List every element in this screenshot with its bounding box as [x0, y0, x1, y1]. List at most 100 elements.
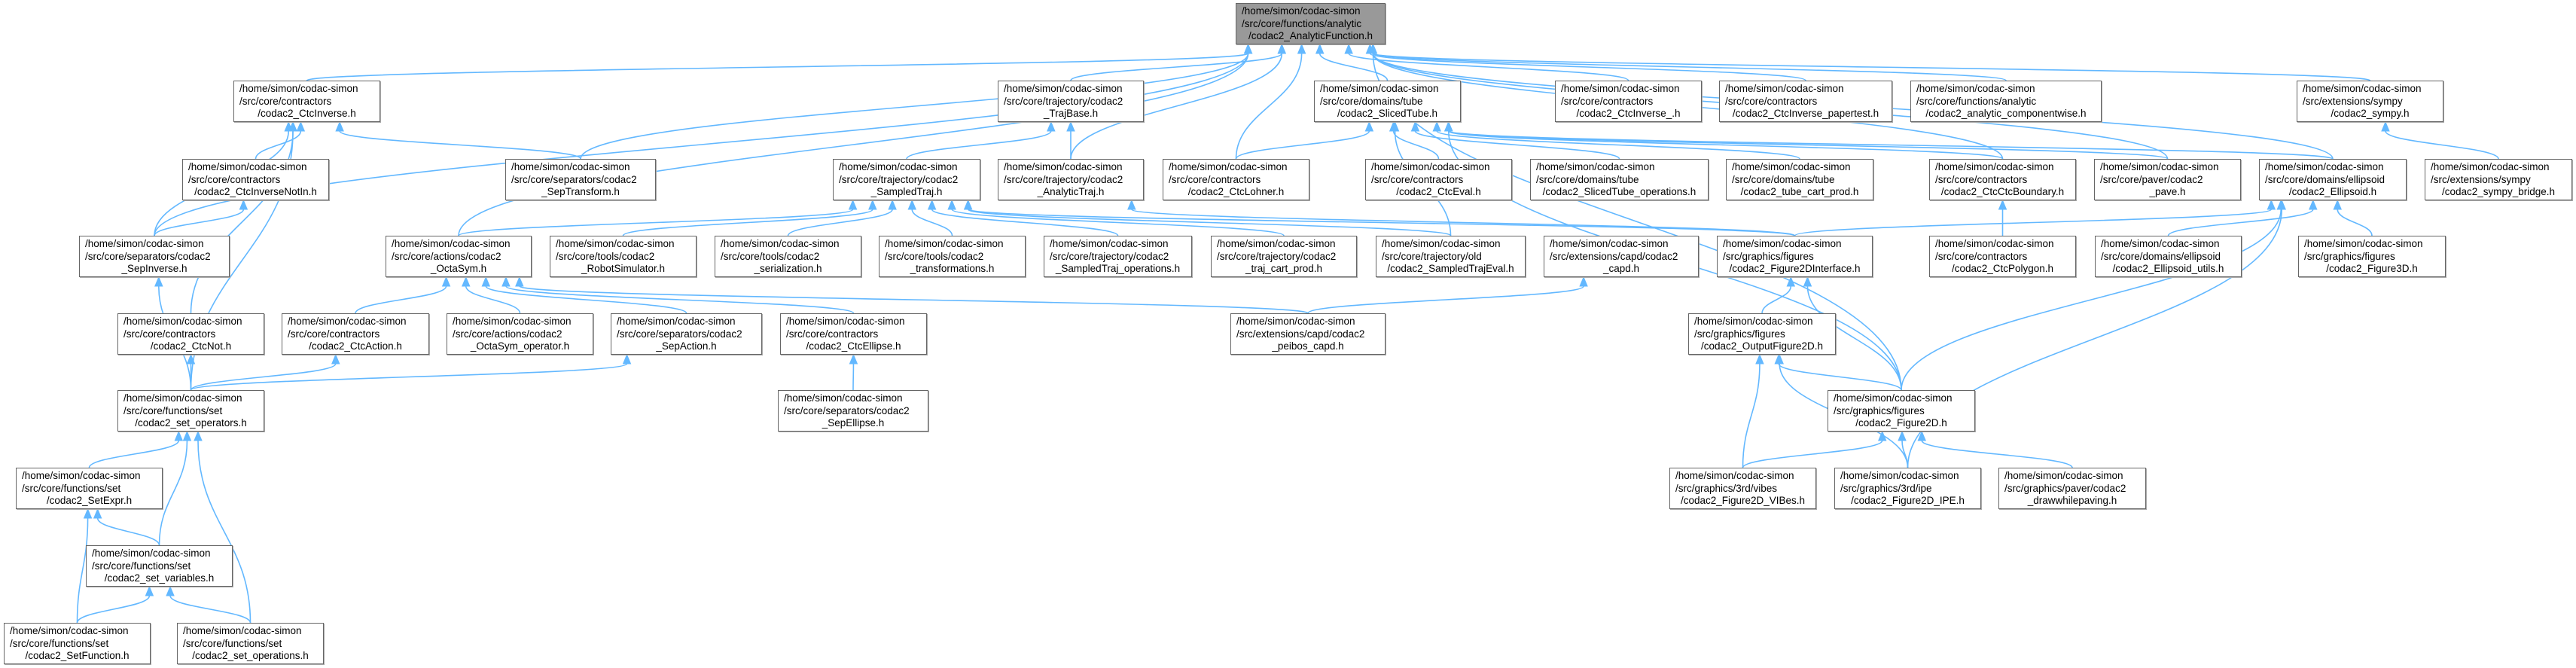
node-label-line: /home/simon/codac-simon	[183, 625, 302, 636]
node-label-line: /src/core/functions/set	[10, 637, 109, 649]
node-label-line: _SepTransform.h	[541, 186, 620, 197]
graph-node-sampledtraj[interactable]: /home/simon/codac-simon/src/core/traject…	[833, 159, 980, 200]
graph-node-trajcartprod[interactable]: /home/simon/codac-simon/src/core/traject…	[1211, 236, 1357, 277]
graph-node-ctcinverse[interactable]: /home/simon/codac-simon/src/core/contrac…	[233, 81, 380, 122]
node-label-line: /home/simon/codac-simon	[2304, 238, 2423, 249]
graph-node-slicedtube[interactable]: /home/simon/codac-simon/src/core/domains…	[1314, 81, 1461, 122]
node-label-line: _SepInverse.h	[121, 263, 187, 274]
node-label-line: /home/simon/codac-simon	[1169, 161, 1288, 172]
graph-node-ctcellipse[interactable]: /home/simon/codac-simon/src/core/contrac…	[780, 313, 927, 355]
arrowhead-icon	[1315, 43, 1325, 54]
node-label-line: /src/core/contractors	[188, 173, 281, 185]
graph-node-ctcinverse_[interactable]: /home/simon/codac-simon/src/core/contrac…	[1555, 81, 1702, 122]
graph-node-sympy[interactable]: /home/simon/codac-simon/src/extensions/s…	[2297, 81, 2443, 122]
graph-node-ctceval[interactable]: /home/simon/codac-simon/src/core/contrac…	[1365, 159, 1512, 200]
arrowhead-icon	[296, 120, 306, 132]
graph-node-componentwise[interactable]: /home/simon/codac-simon/src/core/functio…	[1910, 81, 2102, 122]
graph-node-papertest[interactable]: /home/simon/codac-simon/src/core/contrac…	[1719, 81, 1892, 122]
graph-node-tubecartprod[interactable]: /home/simon/codac-simon/src/core/domains…	[1726, 159, 1873, 200]
dependency-edge	[169, 595, 252, 624]
node-label-line: /src/core/functions/analytic	[1916, 95, 2037, 107]
arrowhead-icon	[1243, 43, 1253, 54]
graph-node-outputfig2d[interactable]: /home/simon/codac-simon/src/graphics/fig…	[1688, 313, 1836, 355]
dependency-edge	[2385, 130, 2499, 160]
graph-node-fig2dinterface[interactable]: /home/simon/codac-simon/src/graphics/fig…	[1717, 236, 1873, 277]
arrowhead-icon	[83, 508, 93, 519]
graph-node-analytictraj[interactable]: /home/simon/codac-simon/src/core/traject…	[998, 159, 1144, 200]
graph-node-figure3d[interactable]: /home/simon/codac-simon/src/graphics/fig…	[2298, 236, 2446, 277]
node-label-line: /src/core/trajectory/old	[1382, 250, 1482, 262]
dependency-edge	[1447, 130, 2169, 160]
node-label-line: /src/core/trajectory/codac2	[839, 173, 959, 185]
node-label-line: /home/simon/codac-simon	[1536, 161, 1655, 172]
graph-node-pave[interactable]: /home/simon/codac-simon/src/core/paver/c…	[2094, 159, 2241, 200]
dependency-edge	[1901, 209, 2282, 391]
arrowhead-icon	[1432, 120, 1441, 132]
node-label-line: /codac2_Figure2D_VIBes.h	[1680, 495, 1806, 506]
node-label-line: /home/simon/codac-simon	[2100, 161, 2219, 172]
dependency-edge	[485, 285, 687, 314]
graph-node-vibes[interactable]: /home/simon/codac-simon/src/graphics/3rd…	[1669, 468, 1816, 509]
node-label-line: /home/simon/codac-simon	[85, 238, 204, 249]
dependency-edge	[951, 209, 1285, 236]
dependency-edge	[190, 363, 628, 391]
graph-node-capd[interactable]: /home/simon/codac-simon/src/extensions/c…	[1544, 236, 1699, 277]
node-label-line: /codac2_Figure2DInterface.h	[1729, 263, 1861, 274]
graph-node-sepaction[interactable]: /home/simon/codac-simon/src/core/separat…	[611, 313, 762, 355]
node-label-line: /home/simon/codac-simon	[1916, 83, 2035, 94]
graph-node-ctcpolygon[interactable]: /home/simon/codac-simon/src/core/contrac…	[1929, 236, 2076, 277]
graph-node-setexpr[interactable]: /home/simon/codac-simon/src/core/functio…	[16, 468, 163, 509]
node-label-line: /src/core/separators/codac2	[784, 404, 910, 416]
graph-node-ctclohner[interactable]: /home/simon/codac-simon/src/core/contrac…	[1163, 159, 1309, 200]
graph-node-transformations[interactable]: /home/simon/codac-simon/src/core/tools/c…	[879, 236, 1026, 277]
graph-node-octasym[interactable]: /home/simon/codac-simon/src/core/actions…	[386, 236, 532, 277]
graph-node-setoperations[interactable]: /home/simon/codac-simon/src/core/functio…	[177, 623, 324, 664]
node-label-line: /codac2_CtcInverseNotIn.h	[194, 186, 317, 197]
node-label-line: /src/core/paver/codac2	[2100, 173, 2203, 185]
node-label-line: _SepEllipse.h	[822, 417, 885, 429]
node-label-line: /src/core/contractors	[1371, 173, 1464, 185]
arrowhead-icon	[868, 199, 877, 210]
graph-node-setvariables[interactable]: /home/simon/codac-simon/src/core/functio…	[86, 545, 233, 587]
graph-node-ellipsoid[interactable]: /home/simon/codac-simon/src/core/domains…	[2259, 159, 2407, 200]
dependency-edge	[1901, 440, 1909, 468]
graph-node-slicedtubeops[interactable]: /home/simon/codac-simon/src/core/domains…	[1530, 159, 1709, 200]
dependency-edge	[2167, 209, 2314, 236]
arrowhead-icon	[2381, 120, 2390, 132]
graph-node-ellipsoidutils[interactable]: /home/simon/codac-simon/src/core/domains…	[2095, 236, 2242, 277]
dependency-edge	[190, 363, 337, 391]
graph-node-setoperators[interactable]: /home/simon/codac-simon/src/core/functio…	[117, 390, 264, 432]
graph-node-sampledtrajops[interactable]: /home/simon/codac-simon/src/core/traject…	[1044, 236, 1192, 277]
graph-node-drawwhilepaving[interactable]: /home/simon/codac-simon/src/graphics/pav…	[1998, 468, 2146, 509]
graph-node-ctcctcboundary[interactable]: /home/simon/codac-simon/src/core/contrac…	[1929, 159, 2076, 200]
graph-node-sampledtrajeval[interactable]: /home/simon/codac-simon/src/core/traject…	[1376, 236, 1526, 277]
graph-node-ctcinversenotin[interactable]: /home/simon/codac-simon/src/core/contrac…	[182, 159, 329, 200]
node-label-line: _TrajBase.h	[1043, 108, 1099, 119]
arrowhead-icon	[1877, 430, 1887, 441]
graph-node-ctcaction[interactable]: /home/simon/codac-simon/src/core/contrac…	[282, 313, 429, 355]
node-label-line: /home/simon/codac-simon	[721, 238, 840, 249]
node-label-line: /home/simon/codac-simon	[1675, 470, 1794, 481]
graph-node-septransform[interactable]: /home/simon/codac-simon/src/core/separat…	[505, 159, 656, 200]
node-label-line: /codac2_set_variables.h	[104, 572, 215, 584]
graph-node-robotsim[interactable]: /home/simon/codac-simon/src/core/tools/c…	[550, 236, 697, 277]
graph-node-peiboscapd[interactable]: /home/simon/codac-simon/src/extensions/c…	[1230, 313, 1386, 355]
graph-node-trajbase[interactable]: /home/simon/codac-simon/src/core/traject…	[998, 81, 1144, 122]
node-label-line: /src/graphics/3rd/vibes	[1675, 482, 1778, 494]
graph-node-sympybridge[interactable]: /home/simon/codac-simon/src/extensions/s…	[2425, 159, 2572, 200]
node-label-line: /home/simon/codac-simon	[1371, 161, 1490, 172]
graph-node-sepinverse[interactable]: /home/simon/codac-simon/src/core/separat…	[79, 236, 230, 277]
graph-node-ipe[interactable]: /home/simon/codac-simon/src/graphics/3rd…	[1834, 468, 1981, 509]
node-label-line: /src/core/actions/codac2	[453, 328, 562, 340]
node-label-line: /codac2_OutputFigure2D.h	[1700, 340, 1824, 352]
node-label-line: /codac2_CtcEval.h	[1396, 186, 1481, 197]
graph-node-serialization[interactable]: /home/simon/codac-simon/src/core/tools/c…	[715, 236, 861, 277]
graph-node-ctcnot[interactable]: /home/simon/codac-simon/src/core/contrac…	[117, 313, 264, 355]
graph-node-sepellipse[interactable]: /home/simon/codac-simon/src/core/separat…	[778, 390, 928, 432]
graph-node-octasymop[interactable]: /home/simon/codac-simon/src/core/actions…	[447, 313, 593, 355]
dependency-edge	[1307, 285, 1584, 314]
graph-node-setfunction[interactable]: /home/simon/codac-simon/src/core/functio…	[4, 623, 151, 664]
graph-node-figure2d[interactable]: /home/simon/codac-simon/src/graphics/fig…	[1828, 390, 1975, 432]
arrowhead-icon	[194, 430, 203, 441]
node-label-line: /src/core/contractors	[288, 328, 380, 340]
